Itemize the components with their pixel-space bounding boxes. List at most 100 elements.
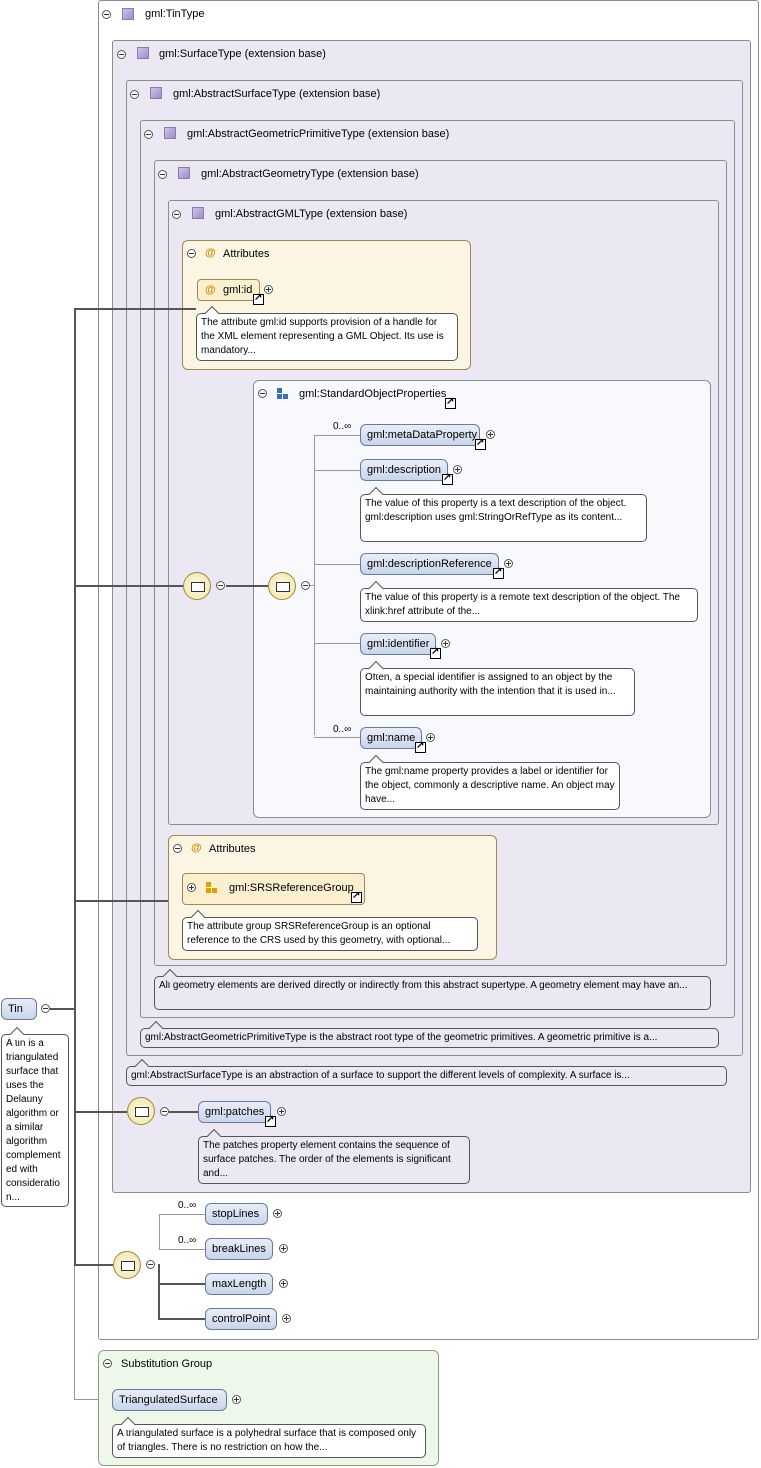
patches-element[interactable]: gml:patches [198, 1101, 271, 1123]
collapse-tin[interactable] [41, 1004, 50, 1013]
abstract-geometry-type-title: gml:AbstractGeometryType (extension base… [201, 168, 419, 180]
sequence-connector [314, 643, 360, 644]
connector-line [226, 585, 268, 587]
reference-icon [442, 472, 453, 485]
collapse-abstract-primitive-type[interactable] [144, 130, 153, 139]
collapse-sequence[interactable] [301, 581, 310, 590]
abstract-surface-doc: gml:AbstractSurfaceType is an abstractio… [126, 1066, 727, 1086]
surface-type-title: gml:SurfaceType (extension base) [159, 48, 326, 60]
expand-gml-id[interactable] [264, 285, 273, 294]
identifier-element[interactable]: gml:identifier [360, 633, 436, 655]
sequence-compositor-icon[interactable] [127, 1097, 155, 1125]
attribute-icon: @ [205, 247, 216, 259]
complex-type-icon [150, 87, 162, 99]
triangulated-surface-element[interactable]: TriangulatedSurface [112, 1389, 227, 1411]
abstract-surface-type-title: gml:AbstractSurfaceType (extension base) [173, 88, 381, 100]
connector-line [76, 308, 196, 310]
srs-reference-group-doc: The attribute group SRSReferenceGroup is… [182, 917, 478, 951]
attribute-icon: @ [191, 842, 202, 854]
attribute-icon: @ [205, 284, 216, 296]
collapse-abstract-surface-type[interactable] [130, 90, 139, 99]
identifier-doc: Often, a special identifier is assigned … [360, 668, 635, 716]
collapse-substitution-group[interactable] [103, 1359, 112, 1368]
expand-patches[interactable] [277, 1107, 286, 1116]
gml-id-doc: The attribute gml:id supports provision … [196, 313, 458, 361]
expand-description[interactable] [453, 465, 462, 474]
description-doc: The value of this property is a text des… [360, 494, 647, 542]
patches-doc: The patches property element contains th… [198, 1136, 470, 1184]
expand-stoplines[interactable] [273, 1209, 282, 1218]
expand-meta-data-property[interactable] [486, 430, 495, 439]
standard-object-properties-title: gml:StandardObjectProperties [299, 388, 447, 400]
reference-icon [493, 566, 504, 579]
substitution-connector [74, 1399, 112, 1400]
maxlength-element[interactable]: maxLength [205, 1273, 273, 1295]
expand-triangulated-surface[interactable] [232, 1395, 241, 1404]
breaklines-element[interactable]: breakLines [205, 1238, 273, 1260]
sequence-compositor-icon[interactable] [268, 572, 296, 600]
complex-type-icon [164, 127, 176, 139]
sequence-connector [158, 1318, 205, 1320]
collapse-abstract-gml-type[interactable] [172, 210, 181, 219]
reference-icon [253, 292, 264, 305]
reference-icon [475, 437, 486, 450]
expand-controlpoint[interactable] [282, 1314, 291, 1323]
sequence-connector [314, 470, 360, 471]
collapse-abstract-geometry-type[interactable] [158, 170, 167, 179]
triangulated-surface-doc: A triangulated surface is a polyhedral s… [112, 1424, 426, 1458]
connector-line [76, 900, 168, 902]
sequence-connector [158, 1283, 205, 1285]
sequence-compositor-icon[interactable] [113, 1251, 141, 1279]
description-reference-doc: The value of this property is a remote t… [360, 588, 698, 622]
reference-icon [265, 1114, 276, 1127]
tin-type-title: gml:TinType [145, 8, 205, 20]
stoplines-cardinality: 0..∞ [178, 1200, 197, 1211]
collapse-sequence[interactable] [146, 1260, 155, 1269]
abstract-gml-type-title: gml:AbstractGMLType (extension base) [215, 208, 408, 220]
expand-srs-reference-group[interactable] [187, 883, 196, 892]
attributes-title: Attributes [223, 248, 270, 260]
collapse-attributes[interactable] [187, 249, 196, 258]
expand-identifier[interactable] [441, 639, 450, 648]
collapse-surface-type[interactable] [117, 50, 126, 59]
expand-name[interactable] [426, 733, 435, 742]
expand-breaklines[interactable] [279, 1244, 288, 1253]
abstract-geometry-doc: All geometry elements are derived direct… [154, 976, 711, 1010]
connector-line [310, 585, 315, 586]
tin-element[interactable]: Tin [1, 998, 37, 1020]
expand-maxlength[interactable] [279, 1279, 288, 1288]
complex-type-icon [178, 167, 190, 179]
controlpoint-element[interactable]: controlPoint [205, 1308, 277, 1330]
breaklines-cardinality: 0..∞ [178, 1235, 197, 1246]
description-element[interactable]: gml:description [360, 459, 448, 481]
expand-description-reference[interactable] [504, 559, 513, 568]
meta-data-property-element[interactable]: gml:metaDataProperty [360, 424, 480, 446]
name-doc: The gml:name property provides a label o… [360, 762, 620, 810]
description-reference-element[interactable]: gml:descriptionReference [360, 553, 499, 575]
substitution-group-title: Substitution Group [121, 1358, 213, 1370]
sequence-connector [314, 564, 360, 565]
reference-icon [430, 646, 441, 659]
complex-type-icon [137, 47, 149, 59]
connector-line [169, 1111, 198, 1113]
stoplines-element[interactable]: stopLines [205, 1203, 268, 1225]
meta-cardinality: 0..∞ [333, 421, 352, 432]
group-icon [277, 388, 289, 400]
collapse-sequence[interactable] [216, 581, 225, 590]
substitution-connector [74, 1266, 75, 1400]
attribute-group-icon [206, 882, 218, 894]
name-cardinality: 0..∞ [333, 724, 352, 735]
collapse-tin-type[interactable] [102, 10, 111, 19]
attributes-title: Attributes [209, 843, 256, 855]
abstract-primitive-doc: gml:AbstractGeometricPrimitiveType is th… [140, 1028, 719, 1048]
collapse-standard-object-properties[interactable] [258, 389, 267, 398]
collapse-sequence[interactable] [160, 1107, 169, 1116]
gml-id-attribute[interactable] [197, 279, 260, 301]
connector-line [76, 1264, 113, 1266]
collapse-attributes[interactable] [173, 844, 182, 853]
sequence-compositor-icon[interactable] [183, 572, 211, 600]
tin-doc: A tin is a triangulated surface that use… [1, 1034, 69, 1207]
name-element[interactable]: gml:name [360, 727, 422, 749]
reference-icon [445, 396, 456, 409]
sequence-connector [314, 737, 360, 738]
